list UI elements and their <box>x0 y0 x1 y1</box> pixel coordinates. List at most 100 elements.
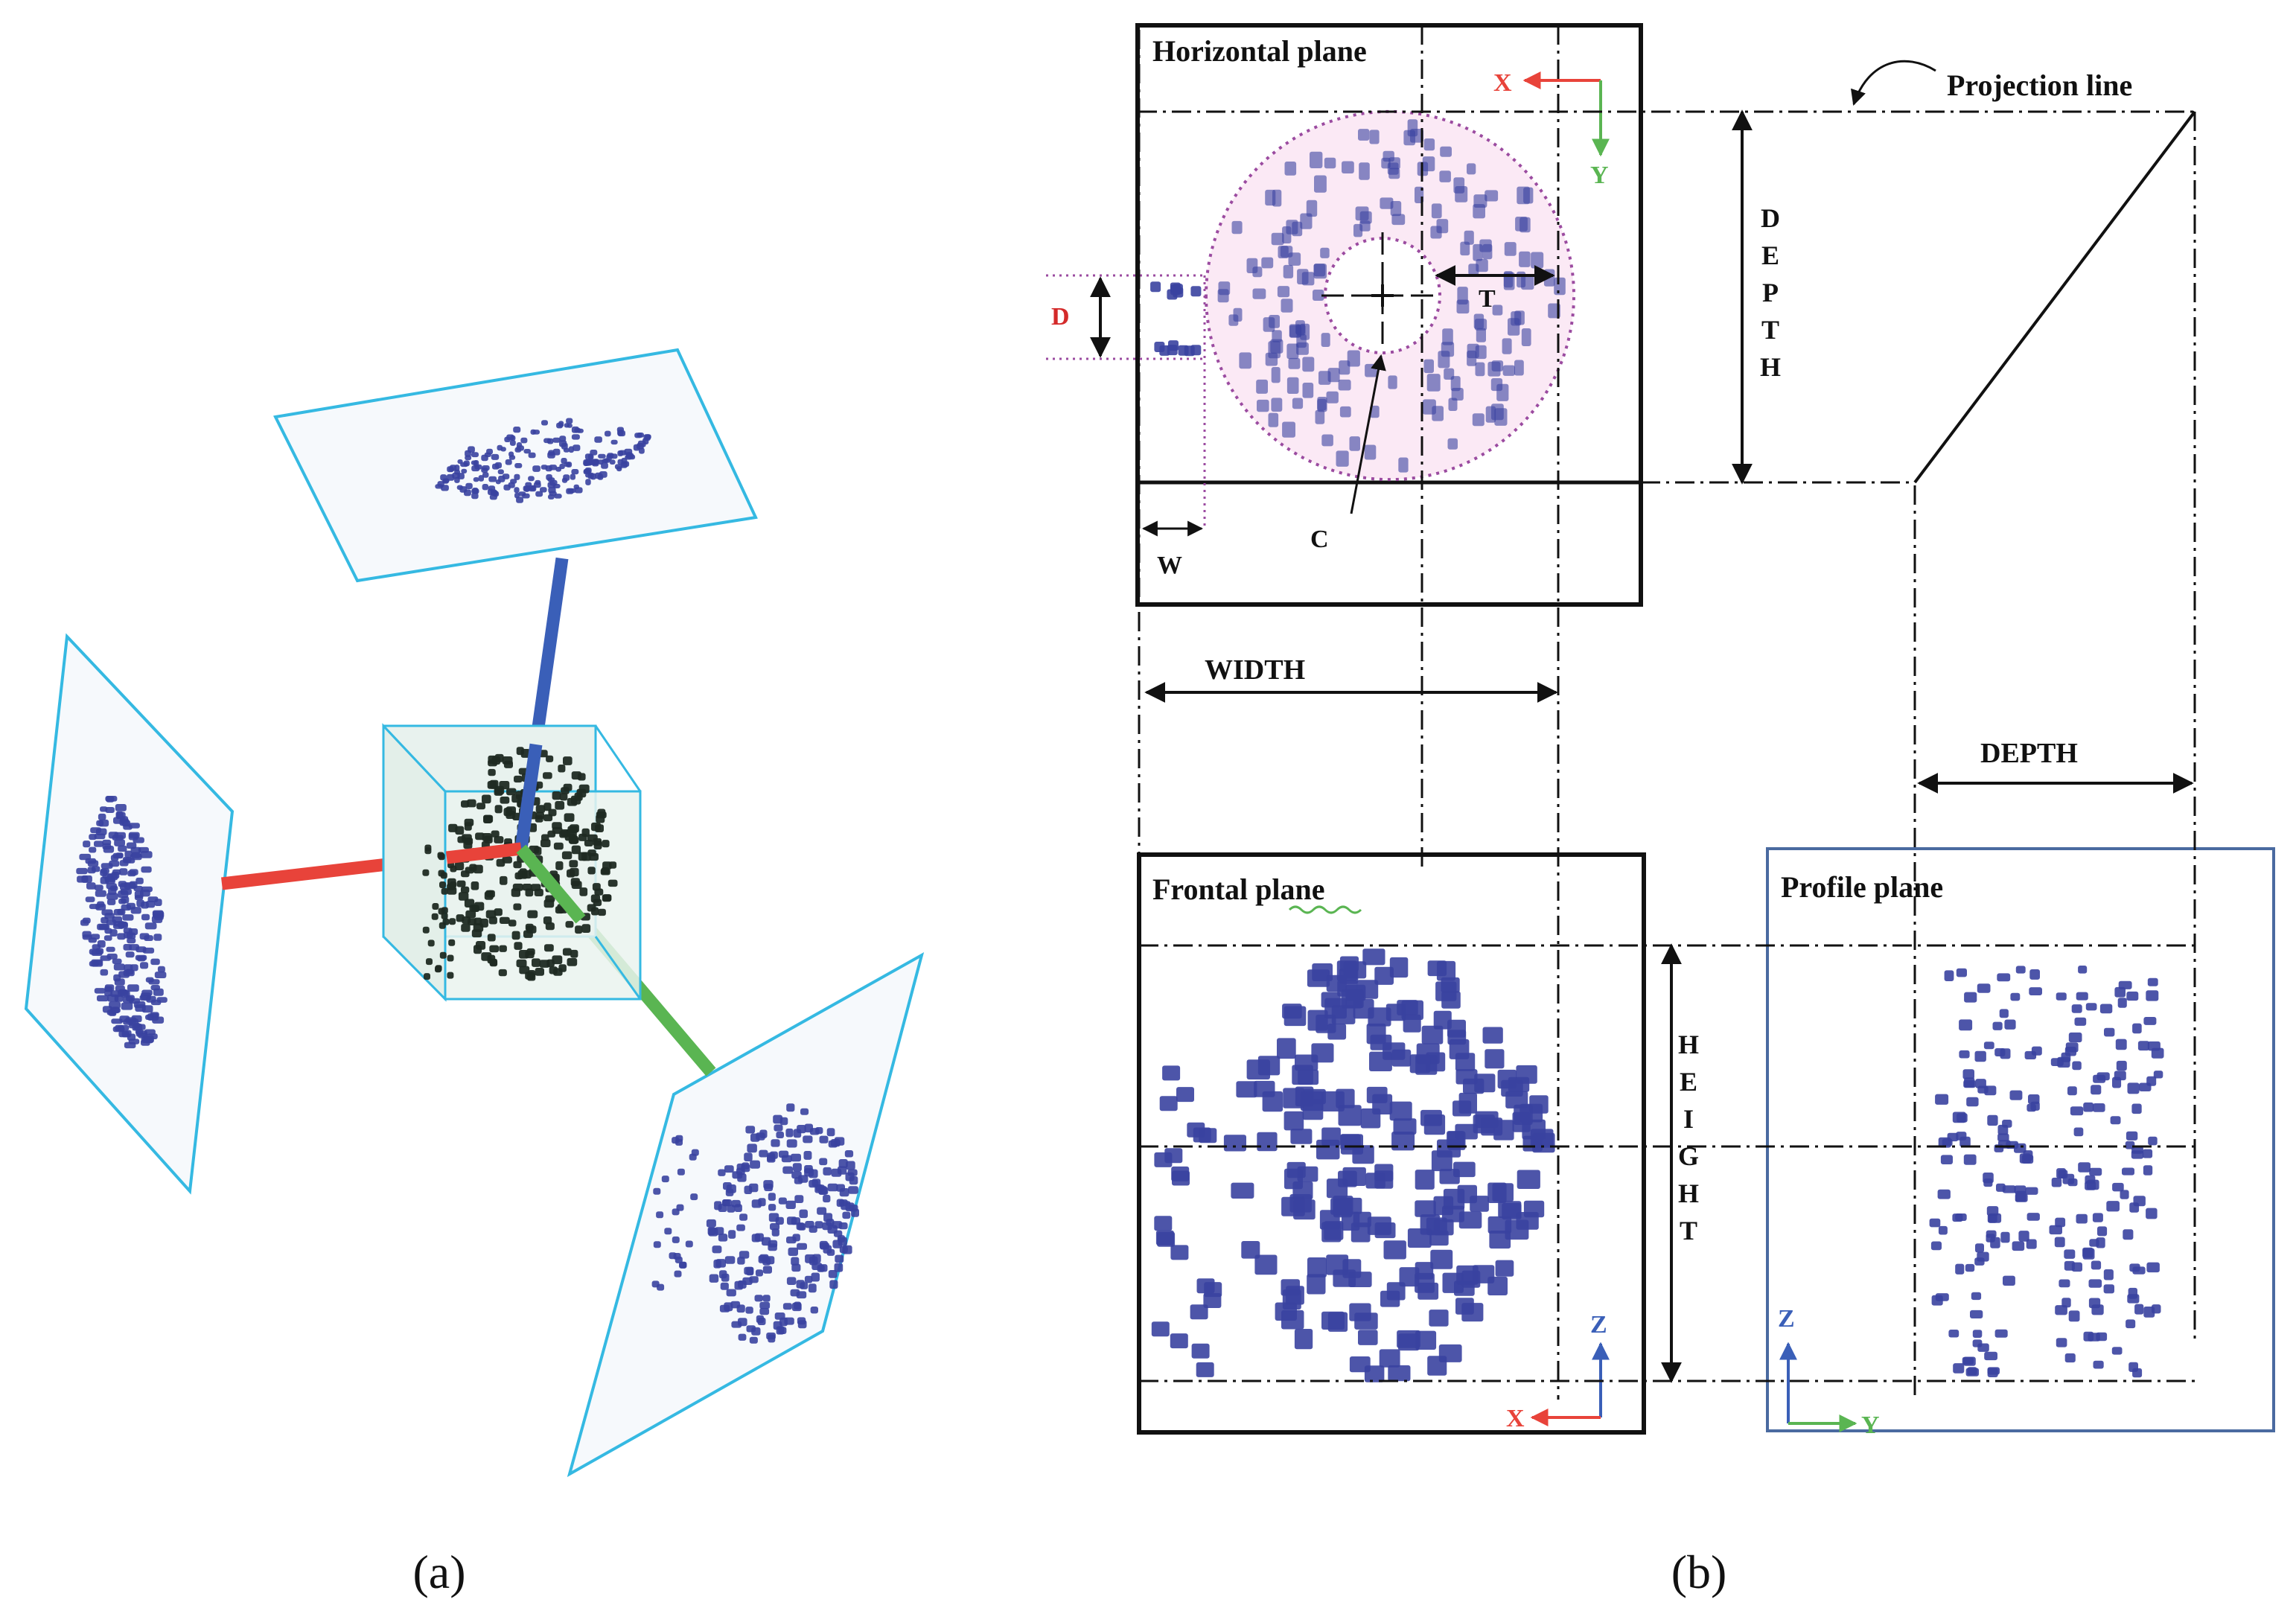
point-mark <box>1451 388 1464 401</box>
point-mark <box>1379 1349 1400 1368</box>
point-mark <box>130 907 141 914</box>
point-mark <box>1321 1311 1345 1330</box>
point-mark <box>718 1234 728 1242</box>
point-mark <box>464 818 474 826</box>
point-mark <box>1956 968 1967 977</box>
point-mark <box>787 1216 797 1225</box>
point-mark <box>1159 1096 1178 1111</box>
point-mark <box>2050 1058 2064 1066</box>
dimension-letter: T <box>1761 315 1779 345</box>
point-mark <box>579 887 588 896</box>
point-mark <box>728 1230 736 1239</box>
point-mark <box>764 1183 774 1191</box>
point-mark <box>739 1213 747 1221</box>
point-mark <box>751 1234 761 1243</box>
point-mark <box>95 890 106 897</box>
point-mark <box>1261 257 1274 269</box>
point-mark <box>2147 1041 2161 1051</box>
point-mark <box>794 1301 802 1310</box>
point-mark <box>150 999 162 1006</box>
point-mark <box>472 488 479 494</box>
point-mark <box>749 1336 758 1344</box>
point-mark <box>597 808 606 817</box>
point-mark <box>2146 990 2159 1001</box>
point-mark <box>584 459 593 466</box>
point-mark <box>1415 1200 1436 1217</box>
point-mark <box>1423 138 1435 151</box>
point-mark <box>106 946 115 952</box>
point-mark <box>427 940 435 947</box>
point-mark <box>77 875 89 883</box>
point-mark <box>842 1245 852 1254</box>
point-mark <box>786 1139 797 1148</box>
point-mark <box>448 939 456 946</box>
point-mark <box>573 444 581 451</box>
point-mark <box>2004 1019 2016 1030</box>
point-mark <box>725 1188 734 1196</box>
point-mark <box>513 427 521 433</box>
point-mark <box>1388 375 1397 389</box>
point-mark <box>643 434 651 441</box>
point-mark <box>1297 1166 1318 1182</box>
point-mark <box>1983 1042 1994 1050</box>
point-mark <box>424 973 430 980</box>
point-mark <box>1450 376 1461 392</box>
point-mark <box>1458 1092 1477 1114</box>
point-mark <box>514 463 523 468</box>
point-mark <box>1430 1249 1453 1269</box>
point-mark <box>1358 1330 1378 1345</box>
point-mark <box>2086 1179 2099 1190</box>
point-mark <box>803 1151 812 1160</box>
point-mark <box>2133 1196 2146 1207</box>
point-mark <box>1938 1225 1948 1235</box>
point-mark <box>494 908 503 916</box>
point-mark <box>2103 1284 2114 1294</box>
point-mark <box>104 984 115 992</box>
point-mark <box>90 934 101 940</box>
horizontal-plane-title: Horizontal plane <box>1152 34 1367 68</box>
pp-z-label: Z <box>1778 1305 1795 1333</box>
point-mark <box>715 1227 724 1235</box>
point-mark <box>1327 1024 1347 1040</box>
point-mark <box>2143 1017 2157 1025</box>
point-mark <box>1326 1178 1348 1199</box>
point-mark <box>89 904 101 910</box>
point-mark <box>1281 1196 1305 1216</box>
point-mark <box>1476 328 1486 342</box>
point-mark <box>1306 200 1318 217</box>
point-mark <box>1383 1240 1406 1260</box>
point-mark <box>559 830 568 838</box>
point-mark <box>91 866 101 873</box>
point-mark <box>2142 1149 2153 1158</box>
width-label: WIDTH <box>1205 654 1305 686</box>
point-mark <box>1342 161 1354 173</box>
point-mark <box>1359 211 1372 224</box>
point-mark <box>2061 1298 2071 1308</box>
point-mark <box>115 852 124 858</box>
point-mark <box>799 1209 808 1219</box>
point-mark <box>153 934 162 941</box>
point-mark <box>578 852 587 861</box>
point-mark <box>1313 264 1326 277</box>
point-mark <box>481 454 488 462</box>
point-mark <box>762 1237 771 1246</box>
point-mark <box>520 437 528 444</box>
point-mark <box>1391 1049 1412 1067</box>
point-mark <box>1380 197 1394 209</box>
point-mark <box>1321 434 1333 447</box>
point-mark <box>1962 1069 1974 1079</box>
point-mark <box>471 460 478 465</box>
point-mark <box>1370 405 1380 418</box>
point-mark <box>601 462 608 469</box>
point-mark <box>2104 1027 2115 1037</box>
point-mark <box>530 429 536 435</box>
c-pointer <box>1350 354 1386 514</box>
center-crosshair <box>1321 232 1441 350</box>
point-mark <box>1365 1173 1385 1189</box>
point-mark <box>1971 1292 1982 1301</box>
point-mark <box>1271 398 1283 412</box>
point-mark <box>488 476 497 482</box>
point-mark <box>2025 1187 2038 1195</box>
point-mark <box>1962 1356 1974 1365</box>
point-mark <box>1338 379 1351 391</box>
